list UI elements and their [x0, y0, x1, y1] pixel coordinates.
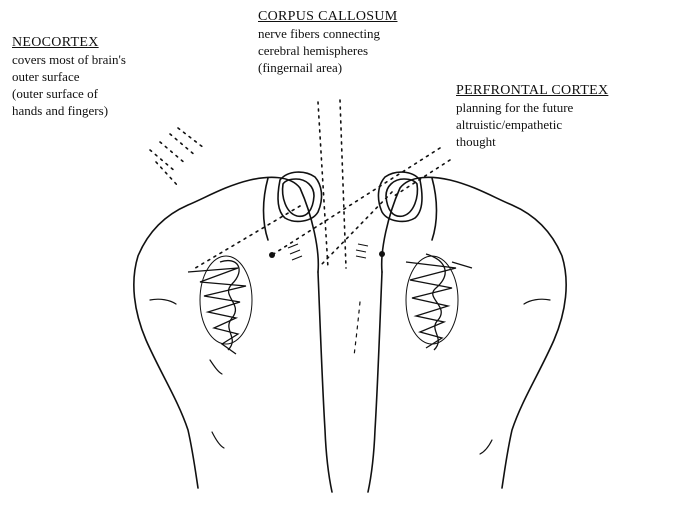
prefrontal-cortex-title: PERFRONTAL CORTEX [456, 82, 608, 99]
neocortex-label: NEOCORTEX covers most of brain's outer s… [12, 34, 126, 119]
right-hatch-mark [356, 244, 368, 258]
prefrontal-cortex-desc-2: altruistic/empathetic [456, 116, 608, 133]
neocortex-desc-1: covers most of brain's [12, 51, 126, 68]
right-brain-dot [379, 251, 385, 257]
right-palm-scribble [406, 254, 472, 350]
neocortex-desc-4: hands and fingers) [12, 102, 126, 119]
right-fist-outline [382, 177, 566, 488]
corpus-callosum-desc-3: (fingernail area) [258, 59, 397, 76]
right-forearm-edge [368, 272, 382, 492]
left-forearm-edge [318, 272, 332, 492]
neocortex-title: NEOCORTEX [12, 34, 126, 51]
right-knuckle-curve [432, 178, 437, 240]
prefrontal-cortex-label: PERFRONTAL CORTEX planning for the futur… [456, 82, 608, 150]
left-thumbnail [283, 179, 314, 216]
corpus-callosum-desc-1: nerve fibers connecting [258, 25, 397, 42]
corpus-callosum-desc-2: cerebral hemispheres [258, 42, 397, 59]
corpus-callosum-title: CORPUS CALLOSUM [258, 8, 397, 25]
left-palm-scribble [188, 256, 252, 354]
left-knuckle-curve [264, 178, 269, 240]
neocortex-pointer-dots [150, 128, 204, 186]
right-thumbnail [386, 179, 417, 216]
prefrontal-cortex-desc-3: thought [456, 133, 608, 150]
neocortex-desc-2: outer surface [12, 68, 126, 85]
prefrontal-pointer [272, 148, 440, 255]
left-hatch-mark [288, 244, 302, 260]
corpus-callosum-label: CORPUS CALLOSUM nerve fibers connecting … [258, 8, 397, 76]
cross-pointer [192, 206, 300, 270]
left-fist-outline [134, 177, 318, 488]
prefrontal-cortex-desc-1: planning for the future [456, 99, 608, 116]
neocortex-desc-3: (outer surface of [12, 85, 126, 102]
